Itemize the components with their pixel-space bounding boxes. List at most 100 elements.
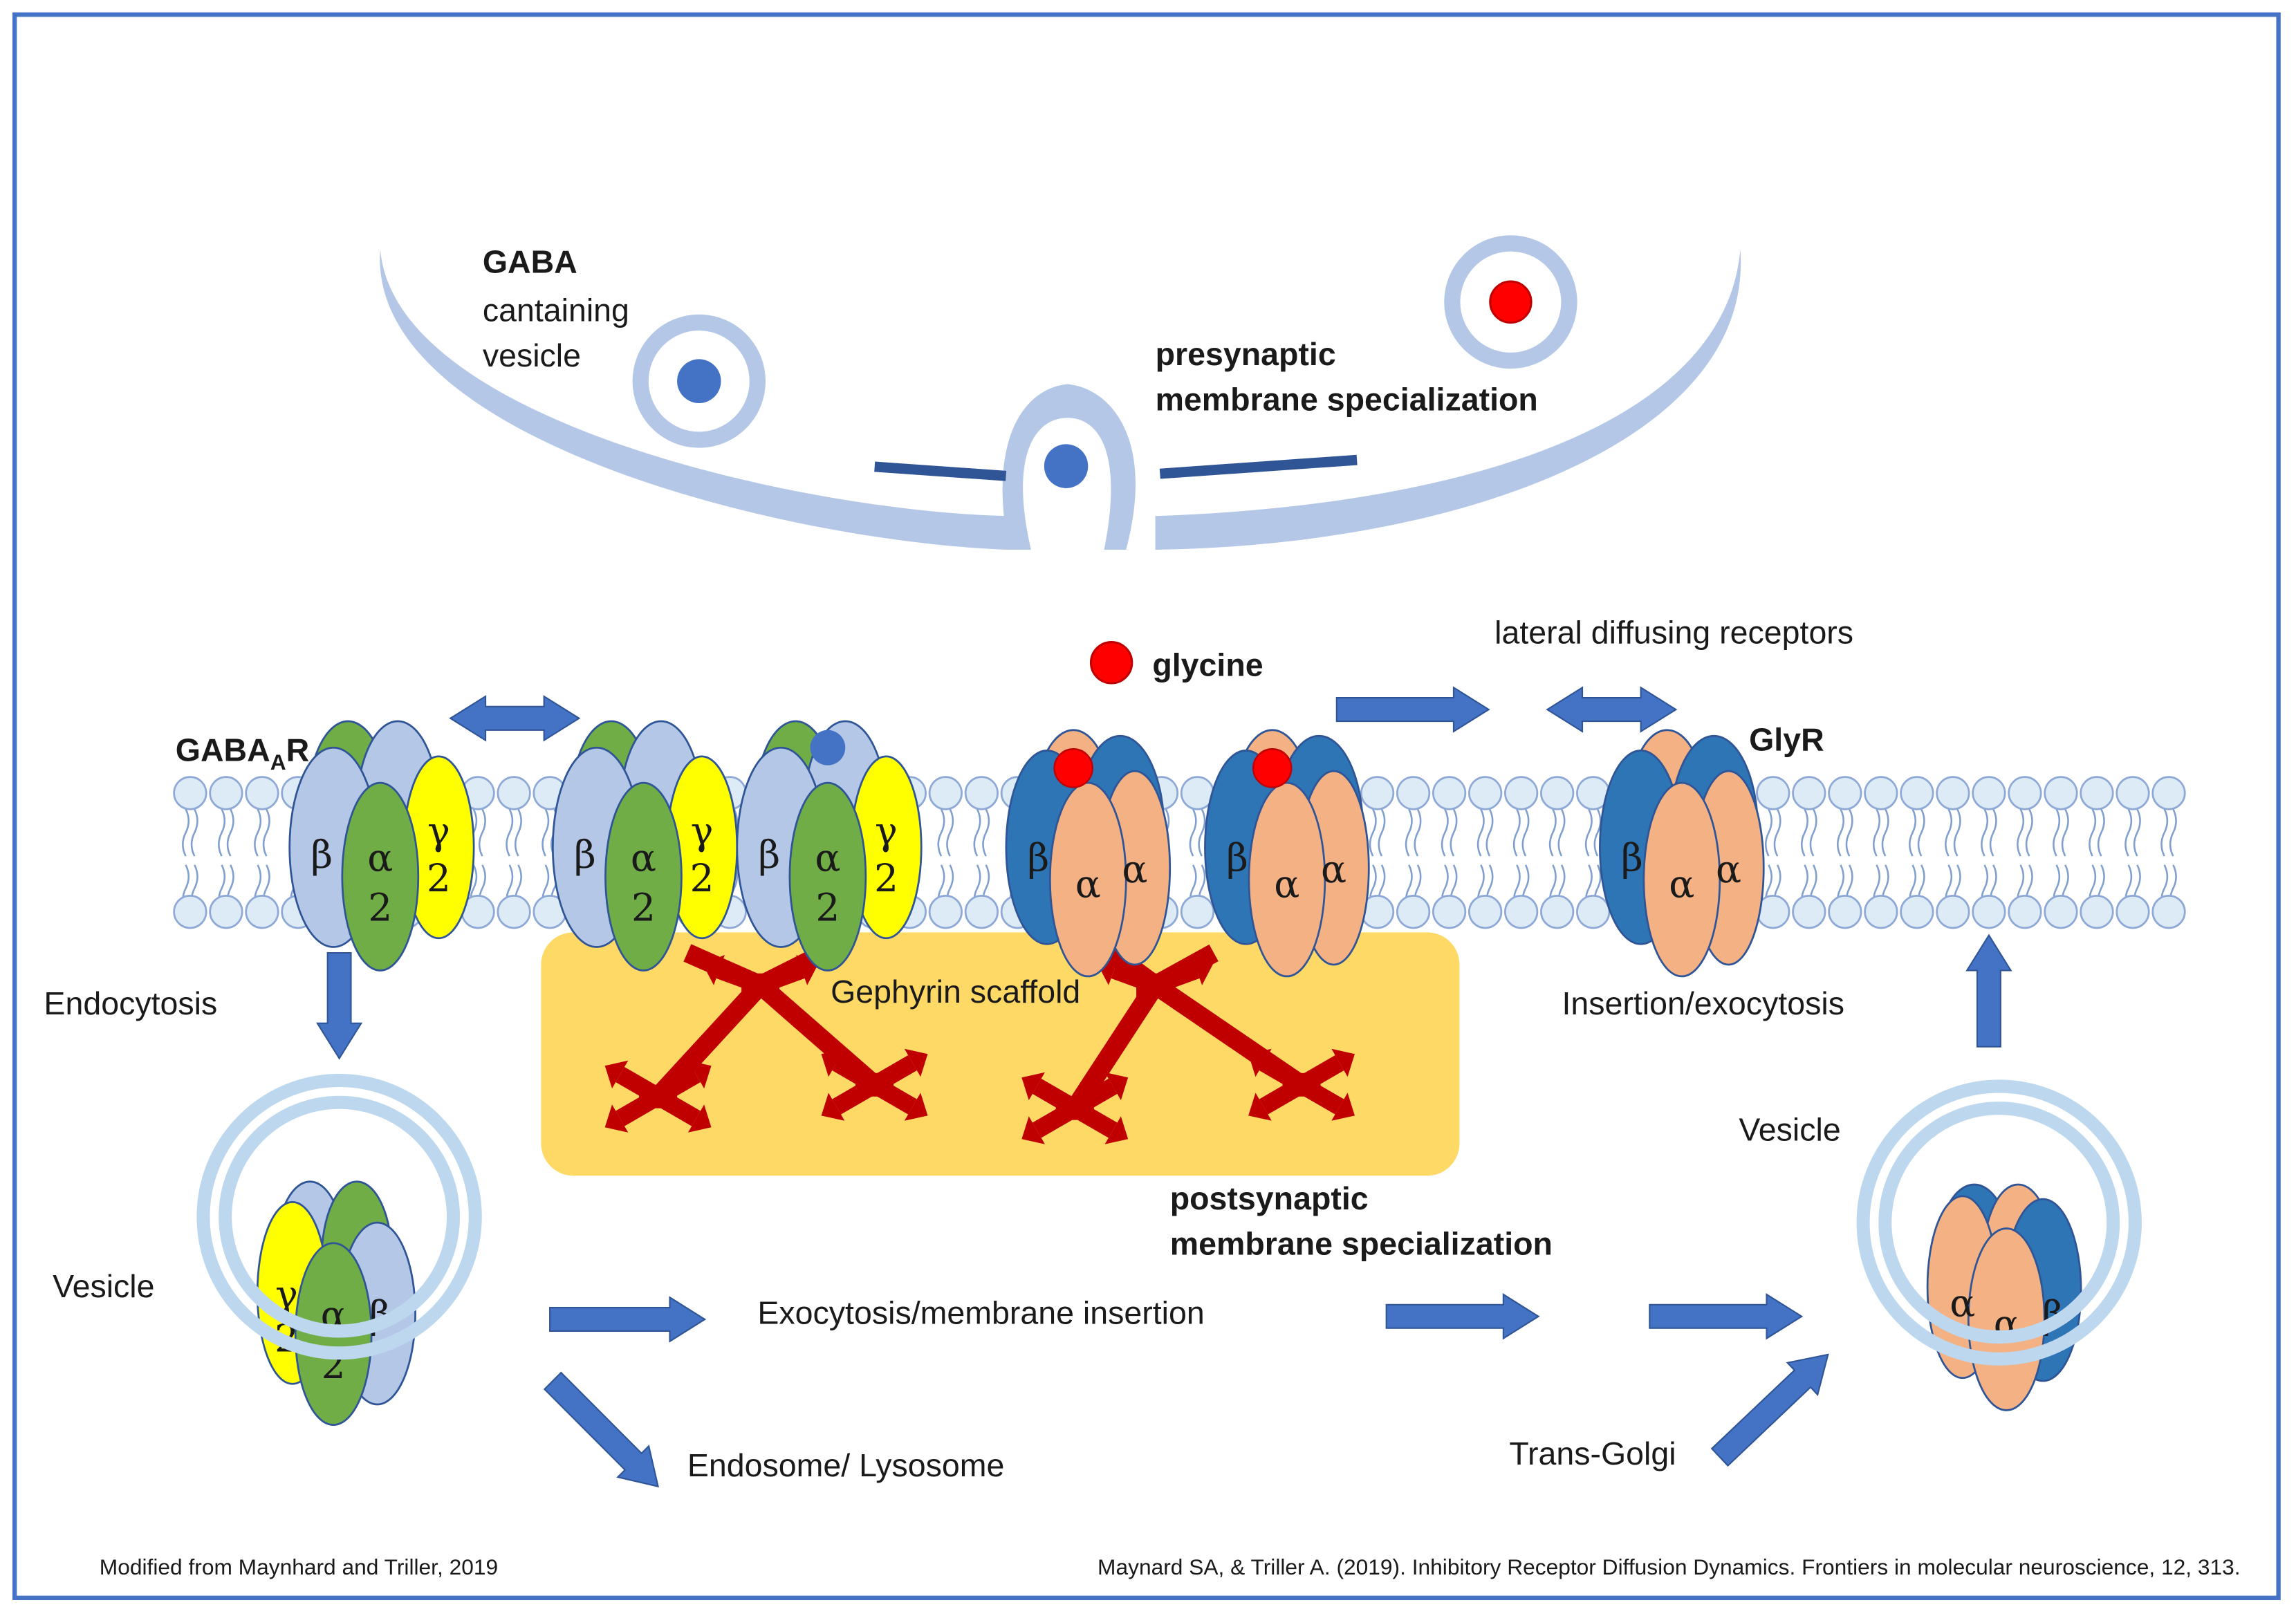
alpha-symbol: α [815, 835, 840, 880]
lipid-head-upper [1360, 776, 1395, 810]
gephyrin-tip [1331, 1048, 1355, 1077]
lipid-head-lower [1864, 894, 1898, 929]
alpha-symbol: α [631, 835, 656, 880]
alpha2-subunit [604, 781, 683, 972]
left-endocytic-vesicle [196, 1073, 482, 1360]
gaba-vesicle [632, 314, 766, 448]
lipid-tail-upper [1548, 808, 1566, 857]
gephyrin-scaffold-label: Gephyrin scaffold [831, 974, 1080, 1010]
lipid-head-upper [173, 776, 207, 810]
lipid-head-lower [928, 894, 963, 929]
footer-left-citation: Modified from Maynhard and Triller, 2019 [100, 1554, 498, 1579]
lipid-tail-upper [218, 808, 234, 857]
right-exocytic-vesicle [1856, 1079, 2142, 1366]
lipid-tail-upper [2124, 808, 2141, 857]
lipid-head-lower [173, 894, 207, 929]
lipid-head-upper [2151, 776, 2186, 810]
lipid-head-lower [1936, 894, 1970, 929]
postsynaptic-line2: membrane specialization [1170, 1226, 1553, 1262]
alpha-symbol: α [1075, 862, 1101, 906]
presynaptic-line2: membrane specialization [1156, 382, 1538, 418]
lipid-tail-upper [1441, 808, 1458, 857]
lipid-head-upper [1540, 776, 1575, 810]
lipid-head-lower [1576, 894, 1611, 929]
lipid-tail-upper [2089, 808, 2105, 857]
alpha2-subunit [788, 781, 867, 972]
exocytosis-arrow-1 [549, 1296, 707, 1343]
endocytosis-down-arrow [315, 951, 363, 1060]
gephyrin-tip [703, 954, 725, 985]
alpha-symbol: α [1716, 847, 1741, 891]
lipid-head-upper [964, 776, 999, 810]
lipid-head-upper [2080, 776, 2114, 810]
lipid-head-lower [1468, 894, 1503, 929]
postsynaptic-line1: postsynaptic [1170, 1180, 1369, 1216]
gamma-two: 2 [874, 856, 898, 900]
endocytosis-label: Endocytosis [44, 985, 217, 1021]
beta-symbol: β [311, 833, 333, 877]
gephyrin-scaffold-box [541, 932, 1460, 1176]
lipid-head-lower [209, 894, 243, 929]
gephyrin-tip [1021, 1116, 1045, 1144]
alpha-subunit-center [1642, 781, 1721, 978]
lipid-tail-upper [1981, 808, 1997, 857]
gephyrin-tip [604, 1104, 629, 1133]
lipid-head-upper [2008, 776, 2042, 810]
gabaar-label: GABAAR [176, 732, 309, 774]
gephyrin-tip [1331, 1093, 1355, 1121]
gephyrin-node [1136, 973, 1175, 997]
trans-golgi-arrow [1710, 1353, 1829, 1467]
active-zone-right [1159, 454, 1358, 479]
lipid-head-upper [245, 776, 279, 810]
lipid-tail-upper [1512, 808, 1530, 857]
gephyrin-tip [1021, 1072, 1045, 1101]
lipid-tail-upper [2160, 808, 2177, 857]
lateral-diffusing-label: lateral diffusing receptors [1494, 615, 1853, 651]
vesicle-right-label: Vesicle [1739, 1111, 1840, 1147]
lipid-tail-upper [1909, 808, 1925, 857]
gephyrin-tip [604, 1060, 629, 1089]
gamma-two: 2 [427, 856, 451, 900]
lipid-head-lower [2151, 894, 2186, 929]
lipid-tail-upper [182, 808, 198, 857]
lateral-double-arrow-right [1546, 686, 1678, 733]
lipid-head-upper [1792, 776, 1826, 810]
gephyrin-tip [1104, 1116, 1129, 1144]
gabaar-suffix: R [286, 732, 310, 768]
lipid-tail-upper [1405, 808, 1422, 857]
gamma-symbol: γ [427, 809, 450, 853]
lipid-head-lower [1792, 894, 1826, 929]
endosome-lysosome-label: Endosome/ Lysosome [687, 1447, 1005, 1483]
released-gaba-dot [1044, 444, 1089, 488]
gephyrin-tip [687, 1104, 712, 1133]
gephyrin-node [639, 1084, 678, 1108]
gaba-line2: vesicle [483, 337, 581, 373]
lipid-head-lower [1180, 894, 1215, 929]
lipid-head-lower [1828, 894, 1862, 929]
beta-symbol: β [574, 833, 596, 877]
glyr-label: GlyR [1749, 721, 1824, 757]
lipid-tail-upper [506, 808, 522, 857]
alpha-symbol: α [1122, 847, 1147, 891]
gephyrin-lattice [604, 944, 1355, 1144]
alpha-subunit-center [1248, 781, 1326, 978]
lipid-head-upper [1828, 776, 1862, 810]
lipid-head-lower [964, 894, 999, 929]
lipid-head-upper [1972, 776, 2006, 810]
beta-symbol: β [758, 833, 780, 877]
lipid-head-lower [1432, 894, 1467, 929]
insertion-up-arrow [1965, 934, 2012, 1048]
lipid-tail-upper [1584, 808, 1602, 857]
lipid-head-lower [2116, 894, 2150, 929]
gabaar-sub: A [270, 750, 286, 774]
lipid-head-upper [209, 776, 243, 810]
gephyrin-tip [821, 1093, 845, 1121]
lipid-tail-upper [254, 808, 270, 857]
alpha-symbol: α [1669, 862, 1694, 906]
